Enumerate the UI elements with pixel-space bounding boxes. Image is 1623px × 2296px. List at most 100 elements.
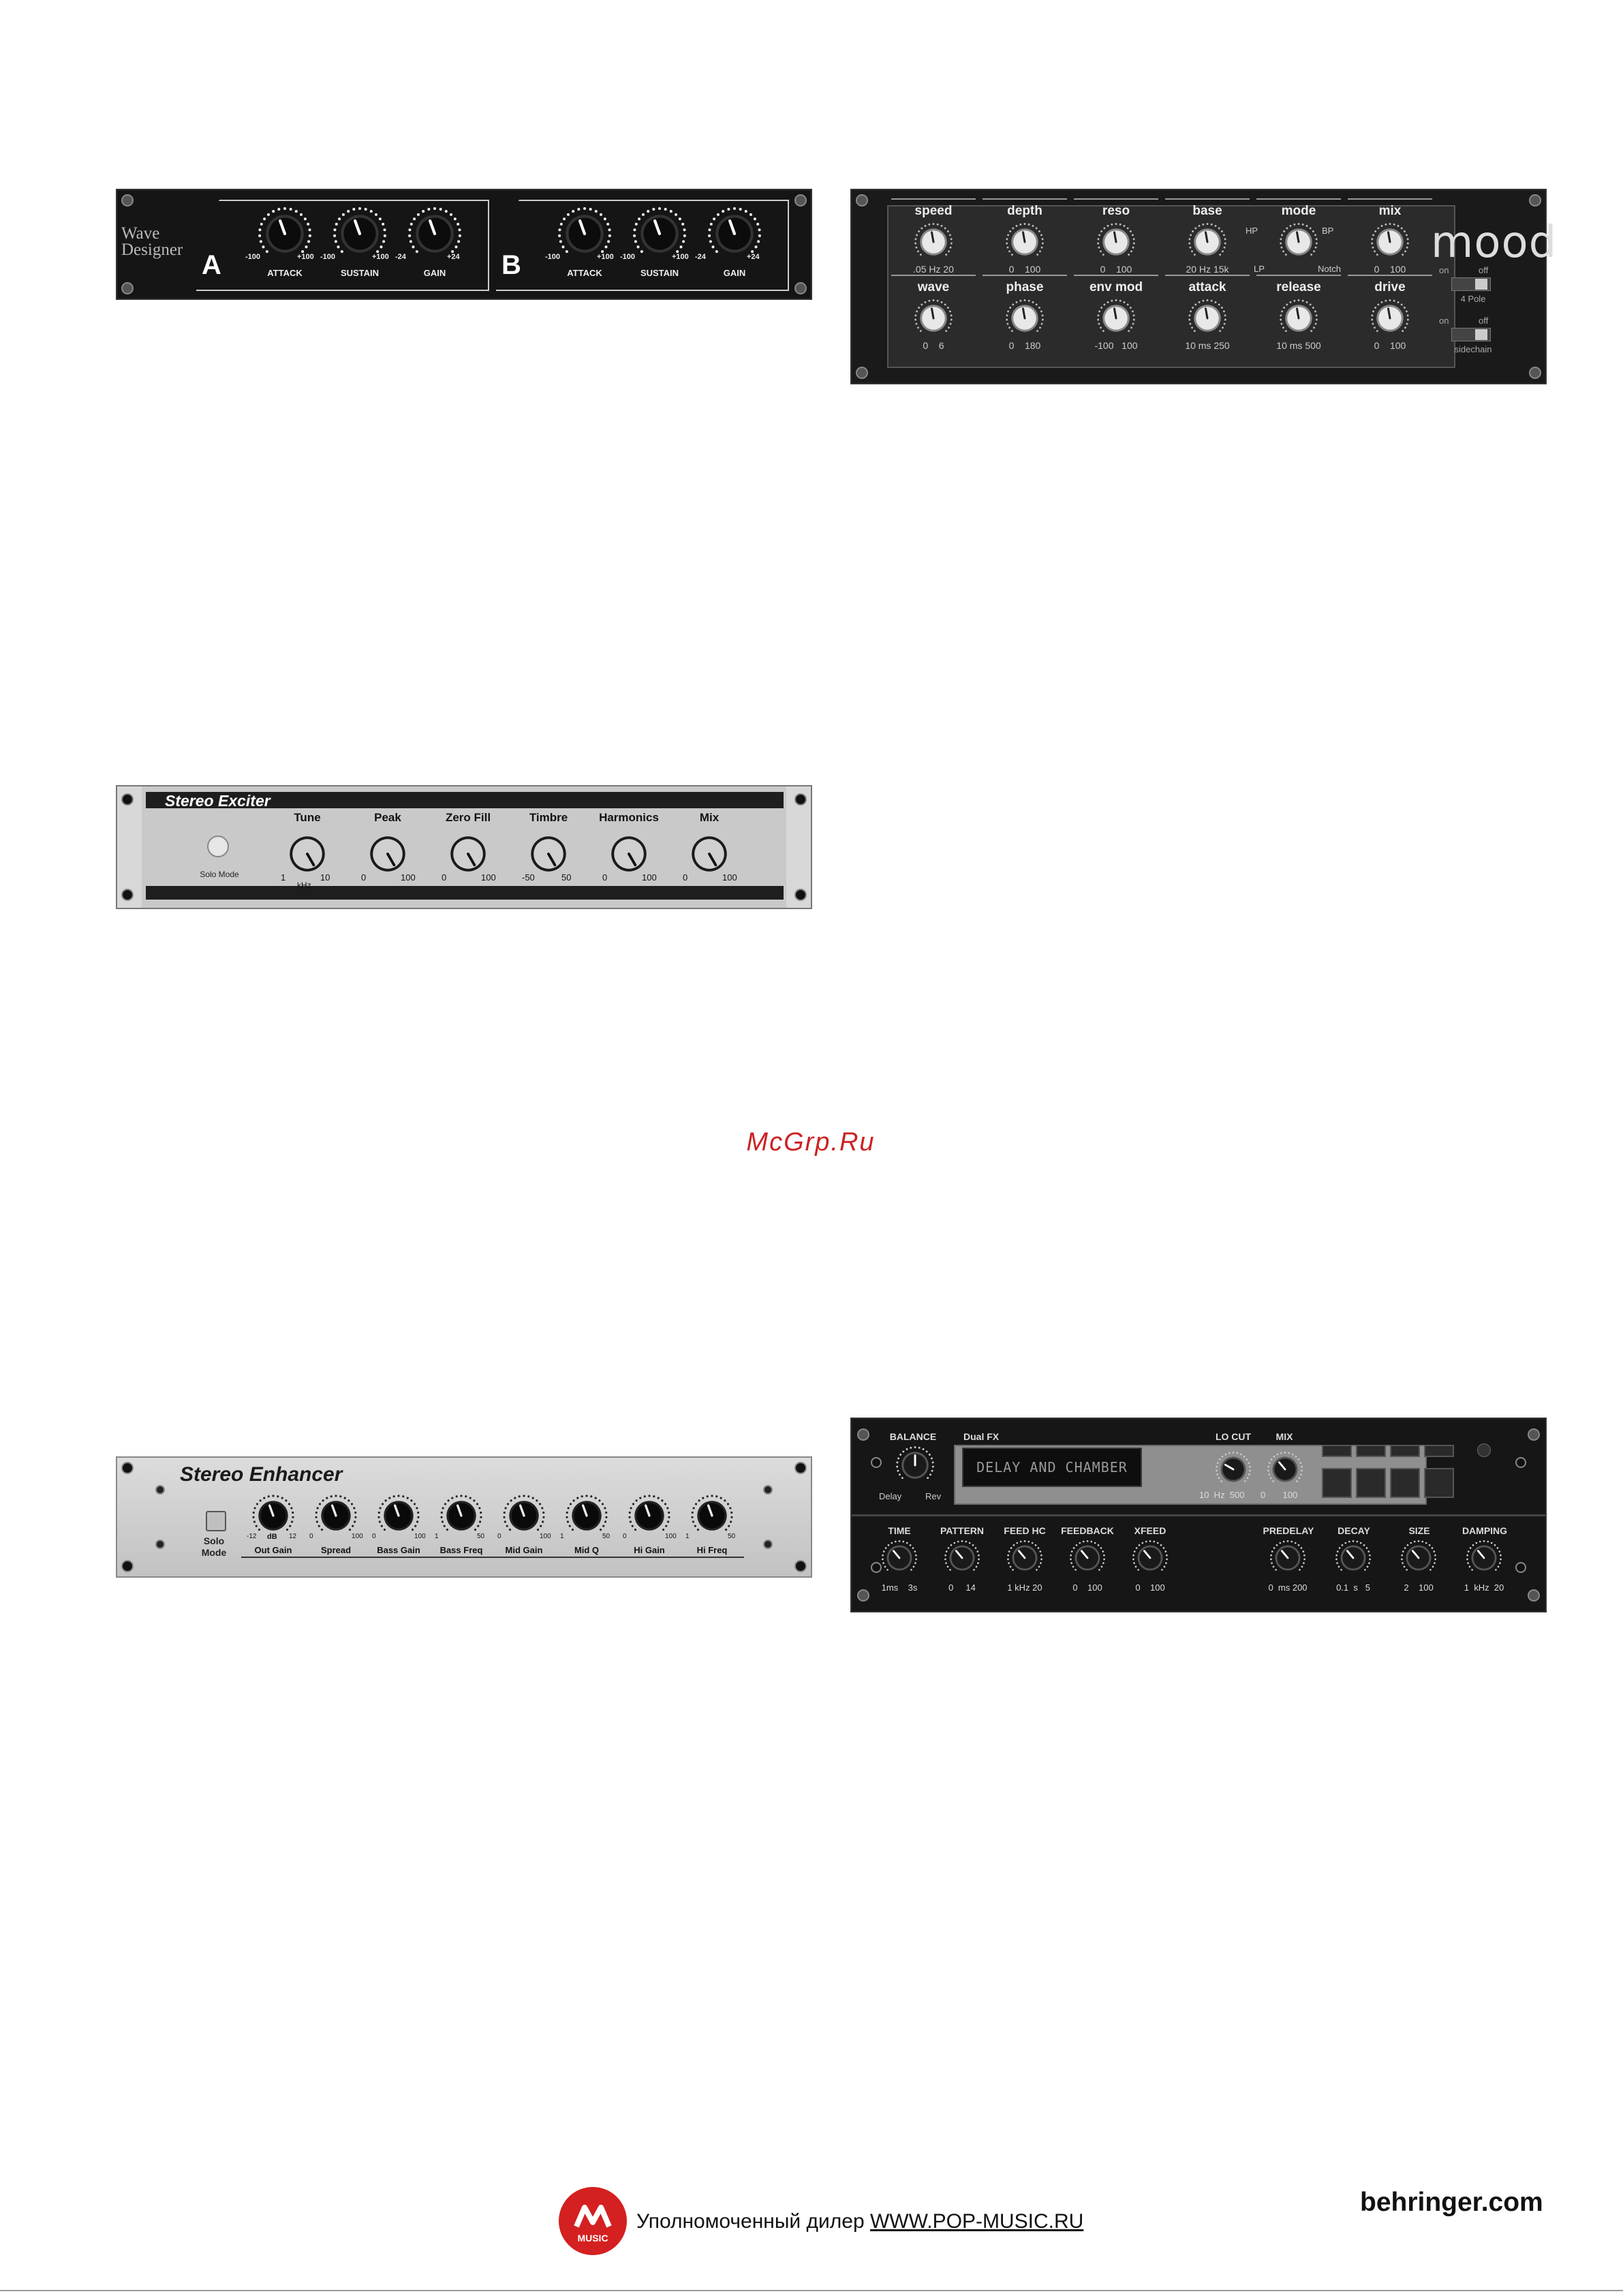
enhancer-knob-mid-gain[interactable] bbox=[501, 1493, 546, 1538]
mood-knob-speed[interactable] bbox=[913, 221, 954, 262]
preset-button[interactable] bbox=[1356, 1445, 1386, 1457]
mood-knob-env-mod[interactable] bbox=[1096, 298, 1137, 339]
mood-knob-drive[interactable] bbox=[1370, 298, 1410, 339]
exciter-knob-timbre[interactable] bbox=[522, 827, 575, 881]
enhancer-label: Hi Gain bbox=[617, 1545, 681, 1558]
fx-knob-damping[interactable] bbox=[1465, 1539, 1503, 1577]
enhancer-knob-hi-gain[interactable] bbox=[627, 1493, 672, 1538]
mood-logo: mood bbox=[1431, 217, 1558, 268]
enhancer-knob-spread[interactable] bbox=[313, 1493, 358, 1538]
fx-knob-time[interactable] bbox=[880, 1539, 918, 1577]
fx-knob-decay[interactable] bbox=[1334, 1539, 1372, 1577]
fx-range: 0.1 s 5 bbox=[1336, 1582, 1370, 1593]
fx-knob-xfeed[interactable] bbox=[1131, 1539, 1169, 1577]
screw-icon bbox=[763, 1485, 773, 1495]
preset-button[interactable] bbox=[1424, 1445, 1454, 1457]
exciter-knob-peak[interactable] bbox=[361, 827, 414, 881]
exciter-label-zero-fill: Zero Fill bbox=[445, 811, 491, 824]
mood-knob-mode[interactable] bbox=[1278, 221, 1319, 262]
screw-icon bbox=[794, 889, 807, 901]
dealer-link[interactable]: WWW.POP-MUSIC.RU bbox=[869, 2210, 1084, 2233]
mood-label-rule bbox=[983, 275, 1067, 291]
switch-on-label: on bbox=[1439, 265, 1449, 275]
enhancer-label: Spread bbox=[304, 1545, 368, 1558]
exciter-label-tune: Tune bbox=[294, 811, 321, 824]
screw-icon bbox=[1515, 1562, 1526, 1573]
mood-knob-attack[interactable] bbox=[1187, 298, 1228, 339]
wd-knob-attack[interactable] bbox=[556, 205, 613, 262]
enhancer-label: Mid Q bbox=[555, 1545, 619, 1558]
preset-display[interactable]: DELAY AND CHAMBER bbox=[962, 1448, 1142, 1487]
mix-knob[interactable] bbox=[1266, 1450, 1304, 1488]
enhancer-knob-bass-gain[interactable] bbox=[376, 1493, 421, 1538]
bottom-rule bbox=[0, 2290, 1623, 2291]
exciter-knob-tune[interactable] bbox=[281, 827, 334, 881]
mood-knob-reso[interactable] bbox=[1096, 221, 1137, 262]
fx-range: 1 kHz 20 bbox=[1007, 1582, 1042, 1593]
preset-button[interactable] bbox=[1390, 1468, 1420, 1498]
mood-knob-release[interactable] bbox=[1278, 298, 1319, 339]
knob-icon bbox=[1188, 223, 1226, 256]
exciter-knob-mix[interactable] bbox=[683, 827, 736, 881]
preset-button[interactable] bbox=[1322, 1445, 1352, 1457]
exciter-knob-harmonics[interactable] bbox=[602, 827, 655, 881]
preset-button[interactable] bbox=[1424, 1468, 1454, 1498]
knob-icon bbox=[1188, 299, 1226, 333]
wd-knob-sustain[interactable] bbox=[631, 205, 688, 262]
knob-min-label: -24 bbox=[695, 253, 706, 261]
locut-knob[interactable] bbox=[1214, 1450, 1252, 1488]
mood-label-release: release bbox=[1276, 280, 1321, 294]
screw-icon bbox=[794, 282, 807, 294]
preset-button[interactable] bbox=[1390, 1445, 1420, 1457]
solo-label-line-1: Solo bbox=[203, 1535, 225, 1546]
mode-notch-label: Notch bbox=[1318, 264, 1341, 274]
fx-knob-predelay[interactable] bbox=[1269, 1539, 1307, 1577]
wd-knob-sustain[interactable] bbox=[331, 205, 388, 262]
behringer-url[interactable]: behringer.com bbox=[1360, 2188, 1543, 2217]
preset-button[interactable] bbox=[1356, 1468, 1386, 1498]
mood-inner bbox=[887, 205, 1455, 368]
screw-icon bbox=[121, 282, 134, 294]
preset-button[interactable] bbox=[1322, 1468, 1352, 1498]
mood-range: 0 100 bbox=[1100, 264, 1132, 275]
wd-knob-attack[interactable] bbox=[256, 205, 313, 262]
wd-knob-gain[interactable] bbox=[406, 205, 463, 262]
solo-label-line-2: Mode bbox=[201, 1547, 227, 1558]
enhancer-knob-mid-q[interactable] bbox=[564, 1493, 609, 1538]
enhancer-knob-out-gain[interactable] bbox=[251, 1493, 296, 1538]
mood-knob-phase[interactable] bbox=[1004, 298, 1045, 339]
fx-knob-feed-hc[interactable] bbox=[1006, 1539, 1044, 1577]
mood-knob-base[interactable] bbox=[1187, 221, 1228, 262]
mood-range: 0 180 bbox=[1008, 340, 1041, 351]
exciter-footer-bar bbox=[146, 886, 784, 900]
mode-lp-label: LP bbox=[1254, 264, 1265, 274]
switch-4-pole[interactable] bbox=[1451, 277, 1491, 291]
exciter-knob-zero-fill[interactable] bbox=[442, 827, 495, 881]
mood-range: .05 Hz 20 bbox=[913, 264, 954, 275]
fx-knob-size[interactable] bbox=[1400, 1539, 1438, 1577]
enhancer-knob-bass-freq[interactable] bbox=[439, 1493, 484, 1538]
knob-icon bbox=[1267, 1452, 1303, 1482]
watermark: McGrp.Ru bbox=[746, 1128, 876, 1157]
knob-max-label: +100 bbox=[372, 253, 389, 261]
enhancer-solo-button[interactable] bbox=[206, 1511, 226, 1531]
wd-knob-gain[interactable] bbox=[706, 205, 763, 262]
enhancer-knob-hi-freq[interactable] bbox=[690, 1493, 735, 1538]
switch-sidechain[interactable] bbox=[1451, 328, 1491, 341]
balance-knob[interactable] bbox=[895, 1445, 936, 1486]
fx-knob-pattern[interactable] bbox=[943, 1539, 981, 1577]
mood-knob-mix[interactable] bbox=[1370, 221, 1410, 262]
mood-label-env-mod: env mod bbox=[1089, 280, 1143, 294]
mix-label: MIX bbox=[1276, 1431, 1293, 1442]
knob-icon bbox=[896, 1446, 934, 1480]
mood-range: 0 100 bbox=[1008, 264, 1041, 275]
mood-label-reso: reso bbox=[1102, 204, 1130, 218]
screw-icon bbox=[1528, 1589, 1540, 1602]
mood-knob-wave[interactable] bbox=[913, 298, 954, 339]
fx-knob-feedback[interactable] bbox=[1068, 1539, 1107, 1577]
solo-mode-button[interactable] bbox=[207, 836, 229, 857]
mood-range: 20 Hz 15k bbox=[1186, 264, 1229, 275]
mood-knob-depth[interactable] bbox=[1004, 221, 1045, 262]
enhancer-label: Bass Gain bbox=[367, 1545, 431, 1558]
